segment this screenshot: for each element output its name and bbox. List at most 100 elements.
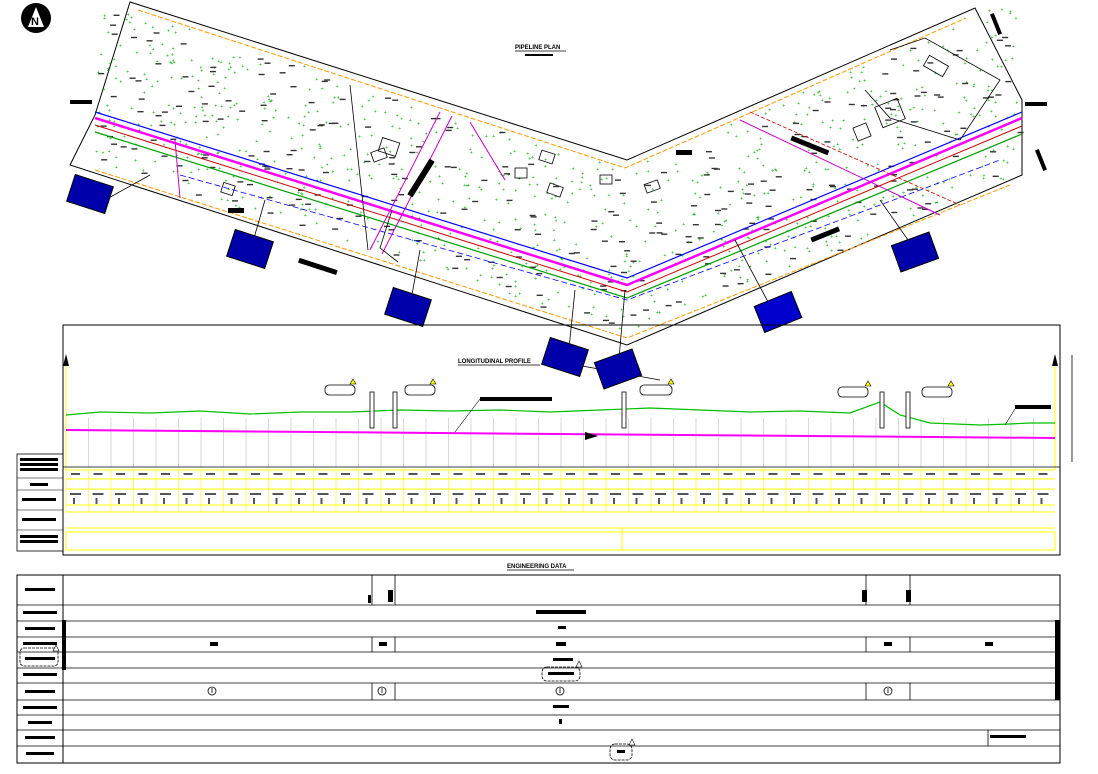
- spot-elevation-mark: [155, 63, 162, 65]
- tree-marker-icon: +: [346, 167, 349, 173]
- tree-marker-icon: +: [693, 212, 696, 218]
- tree-marker-icon: +: [610, 234, 613, 240]
- band-value-mark: [140, 498, 143, 504]
- band-value-mark: [253, 498, 255, 504]
- spot-elevation-mark: [528, 163, 535, 166]
- tree-marker-icon: +: [812, 184, 815, 190]
- spot-elevation-mark: [120, 146, 127, 148]
- engineering-label-mark: [25, 657, 55, 660]
- tree-marker-icon: +: [982, 176, 985, 182]
- spot-elevation-mark: [529, 214, 536, 217]
- tree-marker-icon: +: [1000, 127, 1003, 133]
- band-value-mark: [498, 473, 508, 475]
- band-value-mark: [635, 498, 638, 504]
- tree-marker-icon: +: [217, 150, 220, 156]
- tree-marker-icon: +: [330, 156, 333, 162]
- tree-marker-icon: +: [593, 292, 596, 298]
- tree-marker-icon: +: [319, 144, 322, 150]
- tree-marker-icon: +: [753, 193, 756, 199]
- tree-marker-icon: +: [622, 315, 625, 321]
- tree-marker-icon: +: [862, 65, 865, 71]
- spot-elevation-mark: [232, 200, 238, 202]
- tree-marker-icon: +: [235, 203, 238, 209]
- tree-marker-icon: +: [339, 125, 342, 131]
- tree-marker-icon: +: [835, 234, 838, 240]
- spot-elevation-mark: [910, 47, 917, 50]
- spot-elevation-mark: [452, 267, 459, 269]
- tree-marker-icon: +: [360, 210, 363, 216]
- band-value-mark: [656, 473, 665, 475]
- spot-elevation-mark: [388, 163, 395, 165]
- tree-marker-icon: +: [987, 84, 990, 90]
- tree-marker-icon: +: [469, 147, 472, 153]
- tree-marker-icon: +: [792, 236, 795, 242]
- spot-elevation-mark: [830, 185, 836, 188]
- spot-elevation-mark: [515, 256, 522, 258]
- band-value-mark: [275, 498, 278, 504]
- tree-marker-icon: +: [605, 176, 608, 182]
- tree-marker-icon: +: [806, 113, 809, 119]
- spot-elevation-mark: [737, 283, 744, 285]
- tree-marker-icon: +: [879, 94, 882, 100]
- tree-marker-icon: +: [681, 280, 684, 286]
- tree-marker-icon: +: [417, 122, 420, 128]
- plan-boundary-top: [137, 9, 967, 169]
- tree-marker-icon: +: [179, 139, 182, 145]
- tree-marker-icon: +: [423, 258, 426, 264]
- spot-elevation-mark: [505, 285, 512, 288]
- spot-elevation-mark: [328, 122, 335, 125]
- tree-marker-icon: +: [991, 88, 994, 94]
- tree-marker-icon: +: [107, 68, 110, 74]
- spot-elevation-mark: [182, 179, 189, 182]
- spot-elevation-mark: [201, 157, 208, 159]
- tree-marker-icon: +: [446, 266, 449, 272]
- band-value-mark: [701, 473, 710, 475]
- band-value-mark: [1040, 498, 1043, 504]
- spot-elevation-mark: [279, 72, 286, 74]
- tree-marker-icon: +: [398, 126, 401, 132]
- flow-arrow-icon: [585, 432, 598, 440]
- tree-marker-icon: +: [656, 210, 659, 216]
- tree-marker-icon: +: [410, 144, 413, 150]
- tree-marker-icon: +: [398, 250, 401, 256]
- tree-marker-icon: +: [232, 55, 235, 61]
- tree-marker-icon: +: [830, 235, 833, 241]
- spot-elevation-mark: [601, 240, 608, 242]
- band-value-mark: [408, 473, 418, 475]
- band-value-mark: [1038, 473, 1048, 475]
- spot-elevation-mark: [893, 99, 900, 101]
- band-value-mark: [385, 493, 396, 495]
- tree-marker-icon: +: [839, 126, 842, 132]
- tree-marker-icon: +: [179, 111, 182, 117]
- tree-marker-icon: +: [303, 186, 306, 192]
- tree-marker-icon: +: [706, 171, 709, 177]
- revision-cloud: [19, 647, 633, 761]
- spot-elevation-mark: [987, 96, 994, 98]
- tree-marker-icon: +: [263, 106, 266, 112]
- tree-marker-icon: +: [493, 264, 496, 270]
- tree-marker-icon: +: [466, 184, 469, 190]
- tree-marker-icon: +: [558, 247, 561, 253]
- tree-marker-icon: +: [898, 195, 901, 201]
- band-value-mark: [542, 493, 554, 495]
- band-value-mark: [1018, 498, 1020, 504]
- tree-marker-icon: +: [321, 86, 324, 92]
- tree-marker-icon: +: [156, 59, 159, 65]
- tree-marker-icon: +: [508, 291, 511, 297]
- spot-elevation-mark: [1002, 36, 1009, 39]
- tree-marker-icon: +: [411, 202, 414, 208]
- tree-marker-icon: +: [477, 246, 480, 252]
- tree-marker-icon: +: [684, 303, 687, 309]
- tree-marker-icon: +: [420, 223, 423, 229]
- tree-marker-icon: +: [211, 57, 214, 63]
- tree-marker-icon: +: [167, 29, 170, 35]
- band-value-mark: [230, 498, 233, 504]
- tree-marker-icon: +: [757, 217, 760, 223]
- spot-elevation-mark: [590, 228, 597, 231]
- engineering-label-mark: [23, 642, 57, 645]
- spot-elevation-mark: [848, 103, 855, 106]
- tree-marker-icon: +: [143, 72, 146, 78]
- tree-marker-icon: +: [774, 167, 777, 173]
- spot-elevation-mark: [481, 179, 488, 182]
- band-value-mark: [610, 493, 621, 495]
